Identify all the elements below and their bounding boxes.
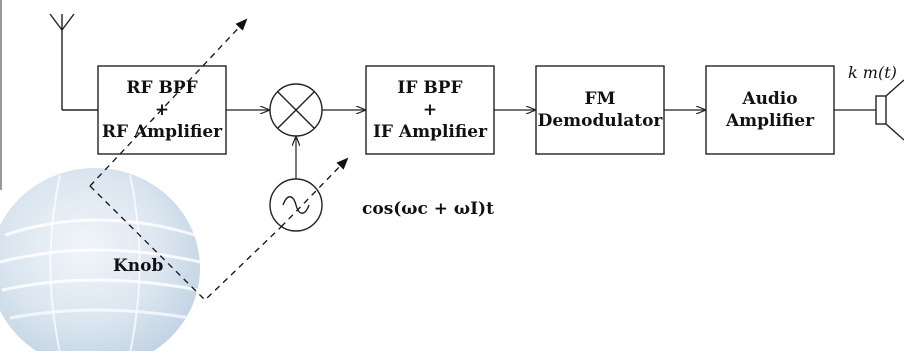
fm-block-label: FM Demodulator (536, 66, 664, 154)
output-signal-label: k m(t) (848, 63, 897, 82)
knob-globe-graphic (0, 168, 201, 355)
antenna-icon (49, 13, 98, 111)
if-line3: IF Amplifier (372, 122, 488, 142)
fm-demodulator-block (535, 65, 665, 155)
rf-line3: RF Amplifier (101, 122, 223, 142)
audio-line2: Amplifier (725, 111, 815, 131)
rf-line1: RF BPF (126, 78, 198, 98)
rf-line2: + (154, 100, 170, 120)
signal-path (226, 110, 876, 179)
if-line2: + (422, 100, 438, 120)
speaker-icon (875, 79, 904, 141)
rf-block-label: RF BPF + RF Amplifier (98, 66, 226, 154)
lo-formula-label: cos(ωc + ωI)t (362, 199, 494, 219)
audio-amplifier-block (705, 65, 835, 155)
local-oscillator-icon (269, 178, 323, 232)
fm-line1: FM (584, 89, 616, 109)
audio-line1: Audio (742, 89, 798, 109)
audio-block-label: Audio Amplifier (706, 66, 834, 154)
fm-line2: Demodulator (537, 111, 663, 131)
if-line1: IF BPF (397, 78, 463, 98)
knob-label: Knob (113, 256, 164, 276)
if-block-label: IF BPF + IF Amplifier (366, 66, 494, 154)
tuning-linkage (89, 18, 349, 301)
if-bpf-amplifier-block (365, 65, 495, 155)
mixer-icon (269, 83, 323, 137)
